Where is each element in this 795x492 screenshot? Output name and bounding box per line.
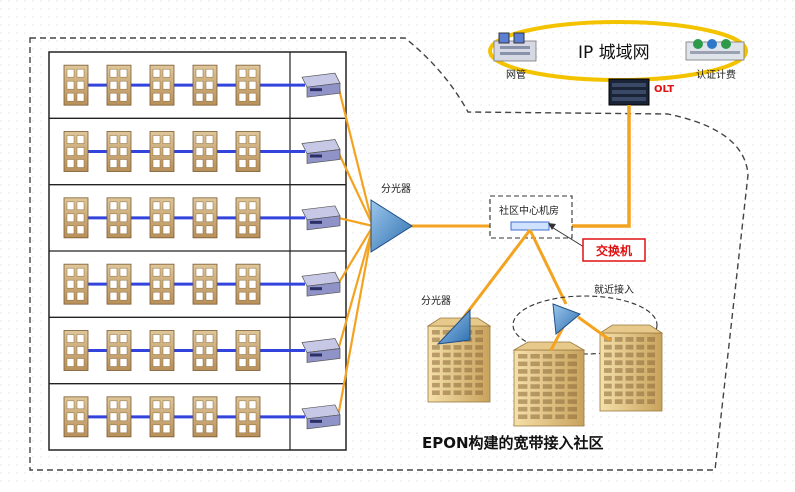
community-boundary	[29, 37, 749, 471]
switch-callout-box	[582, 238, 646, 262]
floor-row	[63, 263, 341, 305]
auth-label: 认证计费	[696, 70, 736, 81]
home-unit-icon	[192, 131, 218, 172]
home-unit-icon	[235, 131, 261, 172]
home-unit-icon	[192, 263, 218, 305]
home-unit-icon	[63, 197, 89, 239]
switch-label: 交换机	[596, 243, 632, 258]
splitter-main-label: 分光器	[381, 184, 411, 195]
home-unit-icon	[63, 396, 89, 438]
center-room-label: 社区中心机房	[499, 206, 559, 217]
home-unit-icon	[106, 64, 132, 106]
home-unit-icon	[149, 263, 175, 305]
fiber-drop	[336, 225, 375, 351]
nms-server-icon	[493, 32, 537, 62]
fiber-center-to-left-splitter	[455, 229, 532, 327]
home-unit-icon	[149, 330, 175, 371]
splitter-left-icon	[436, 308, 471, 345]
nearby-access-label: 就近接入	[594, 285, 634, 296]
center-switch-icon	[510, 221, 550, 231]
home-unit-icon	[149, 131, 175, 172]
fiber-drop	[336, 84, 375, 227]
floor-row	[63, 396, 341, 438]
home-unit-icon	[106, 197, 132, 239]
home-unit-icon	[106, 330, 132, 371]
onu-switch-icon	[301, 271, 341, 297]
floor-row	[63, 131, 341, 172]
floor-row	[63, 64, 341, 106]
home-unit-icon	[192, 330, 218, 371]
home-unit-icon	[63, 330, 89, 371]
splitter-left-label: 分光器	[421, 296, 451, 307]
fiber-drop	[337, 216, 374, 228]
home-unit-icon	[106, 396, 132, 438]
fiber-nearby-to-right-building	[577, 315, 611, 342]
home-unit-icon	[63, 263, 89, 305]
home-unit-icon	[192, 197, 218, 239]
diagram-caption: EPON构建的宽带接入社区	[422, 434, 604, 452]
home-unit-icon	[235, 330, 261, 371]
home-unit-icon	[235, 263, 261, 305]
splitter-nearby-icon	[552, 303, 581, 335]
fiber-drop	[336, 225, 375, 418]
home-unit-icon	[192, 396, 218, 438]
olt-device-icon	[608, 78, 650, 106]
home-unit-icon	[235, 396, 261, 438]
home-unit-icon	[63, 131, 89, 172]
home-unit-icon	[235, 197, 261, 239]
building-right-icon	[598, 324, 664, 412]
switch-callout-arrow	[548, 223, 556, 230]
floor-row	[63, 197, 341, 239]
building-left-icon	[426, 317, 492, 403]
building-center-icon	[512, 341, 586, 427]
home-unit-icon	[235, 64, 261, 106]
onu-switch-icon	[301, 205, 341, 231]
home-unit-icon	[106, 263, 132, 305]
fiber-center-to-nearby-splitter	[528, 229, 568, 305]
nearby-access-boundary	[512, 295, 658, 355]
fiber-drop	[337, 225, 374, 285]
home-unit-icon	[106, 131, 132, 172]
onu-switch-icon	[301, 404, 341, 430]
nms-label: 网管	[506, 70, 526, 81]
switch-callout-line	[549, 225, 585, 248]
ip-man-label: IP 城域网	[578, 43, 650, 63]
home-unit-icon	[192, 64, 218, 106]
onu-switch-icon	[301, 72, 341, 98]
onu-switch-icon	[301, 338, 341, 363]
home-unit-icon	[63, 64, 89, 106]
olt-label: OLT	[654, 84, 675, 95]
splitter-main-icon	[370, 199, 413, 253]
floor-row	[63, 330, 341, 371]
home-unit-icon	[149, 64, 175, 106]
home-unit-icon	[149, 396, 175, 438]
onu-switch-icon	[301, 139, 341, 164]
home-unit-icon	[149, 197, 175, 239]
fiber-drop	[337, 151, 374, 227]
auth-server-icon	[685, 39, 745, 61]
